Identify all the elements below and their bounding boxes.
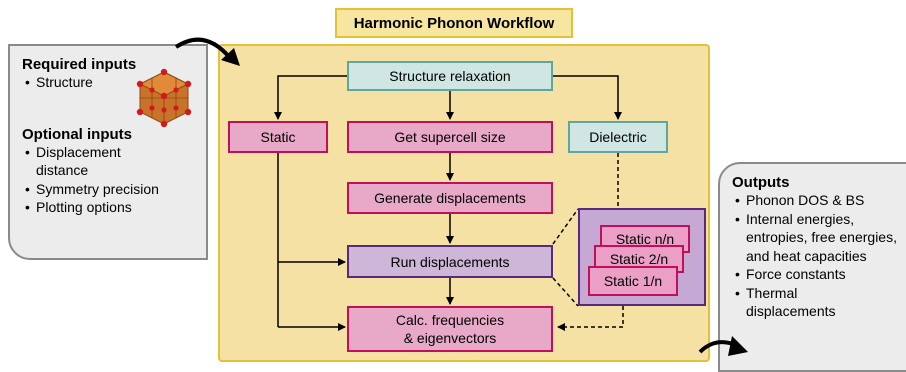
calc-line-1: Calc. frequencies bbox=[395, 312, 505, 328]
calc-frequencies-node: Calc. frequencies & eigenvectors bbox=[347, 306, 553, 352]
optional-input-item: Plotting options bbox=[22, 198, 202, 217]
input-curve-arrow bbox=[174, 37, 232, 60]
inputs-panel: Required inputs Structure Optional input… bbox=[8, 44, 208, 260]
supercell-size-node: Get supercell size bbox=[347, 121, 553, 153]
run-displacements-node: Run displacements bbox=[347, 245, 553, 278]
optional-inputs-heading: Optional inputs bbox=[22, 125, 132, 143]
workflow-title: Harmonic Phonon Workflow bbox=[335, 8, 573, 38]
relax-to-dielectric-arrow bbox=[553, 75, 622, 120]
output-item: Phonon DOS & BS bbox=[732, 191, 904, 210]
connectors bbox=[174, 37, 748, 356]
statics-to-calc-dashed-arrow bbox=[557, 306, 624, 331]
dielectric-node: Dielectric bbox=[568, 121, 668, 153]
relax-to-static-arrow bbox=[274, 75, 347, 120]
required-input-item: Structure bbox=[22, 73, 202, 92]
output-item: Thermal displacements bbox=[732, 284, 866, 321]
required-inputs-heading: Required inputs bbox=[22, 56, 137, 73]
structure-relaxation-node: Structure relaxation bbox=[347, 61, 553, 91]
generate-displacements-node: Generate displacements bbox=[347, 182, 553, 214]
static-node: Static bbox=[228, 121, 328, 153]
optional-input-item: Displacement distance bbox=[22, 143, 154, 180]
output-arrowhead bbox=[728, 336, 748, 356]
input-arrowhead bbox=[221, 48, 240, 66]
crystal-structure-icon bbox=[136, 68, 192, 128]
optional-input-item: Symmetry precision bbox=[22, 180, 202, 199]
outputs-panel: Outputs Phonon DOS & BS Internal energie… bbox=[718, 162, 906, 372]
expand-line-top bbox=[552, 208, 579, 245]
output-item: Force constants bbox=[732, 265, 904, 284]
static-1-card: Static 1/n bbox=[588, 266, 678, 296]
outputs-heading: Outputs bbox=[732, 174, 790, 191]
expand-line-bottom bbox=[552, 277, 579, 307]
output-item: Internal energies, entropies, free energ… bbox=[732, 210, 904, 266]
calc-line-2: & eigenvectors bbox=[403, 330, 497, 346]
